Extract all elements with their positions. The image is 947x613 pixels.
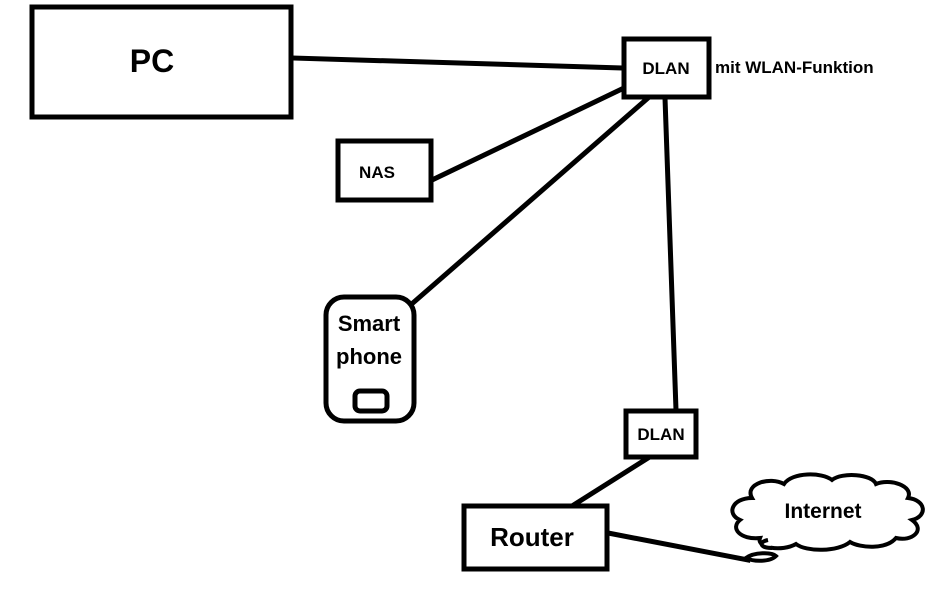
dlan-bottom-label: DLAN: [637, 425, 684, 444]
edge-smartphone-dlan-top: [410, 94, 652, 306]
edge-dlan-top-dlan-bottom: [662, 95, 679, 413]
edge-nas-dlan-top: [428, 84, 628, 184]
edge-pc-dlan-top: [289, 55, 627, 71]
node-smartphone: Smart phone: [323, 294, 417, 424]
nas-label: NAS: [359, 163, 395, 182]
node-dlan-bottom: DLAN: [623, 408, 699, 460]
smartphone-body: [323, 294, 417, 424]
smartphone-label-line1: Smart: [338, 311, 401, 336]
node-router: Router: [461, 503, 610, 572]
node-internet: Internet: [730, 472, 925, 563]
nas-box: [335, 138, 434, 203]
dlan-top-label: DLAN: [642, 59, 689, 78]
dlan-top-annotation: mit WLAN-Funktion: [715, 58, 874, 77]
pc-box: [29, 4, 294, 120]
internet-cloud-icon: [730, 472, 925, 552]
node-dlan-top: DLAN mit WLAN-Funktion: [621, 36, 874, 100]
node-pc: PC: [29, 4, 294, 120]
dlan-top-box: [621, 36, 712, 100]
dlan-bottom-box: [623, 408, 699, 460]
router-label: Router: [490, 522, 574, 552]
edges: [289, 55, 751, 563]
router-box: [461, 503, 610, 572]
pc-label: PC: [130, 43, 174, 79]
node-nas: NAS: [335, 138, 434, 203]
smartphone-home-button-icon: [352, 388, 390, 414]
smartphone-label-line2: phone: [336, 344, 402, 369]
edge-router-internet: [605, 530, 751, 563]
internet-label: Internet: [784, 500, 861, 523]
internet-plug-icon: [742, 538, 779, 563]
edge-dlan-bottom-router: [568, 454, 652, 510]
